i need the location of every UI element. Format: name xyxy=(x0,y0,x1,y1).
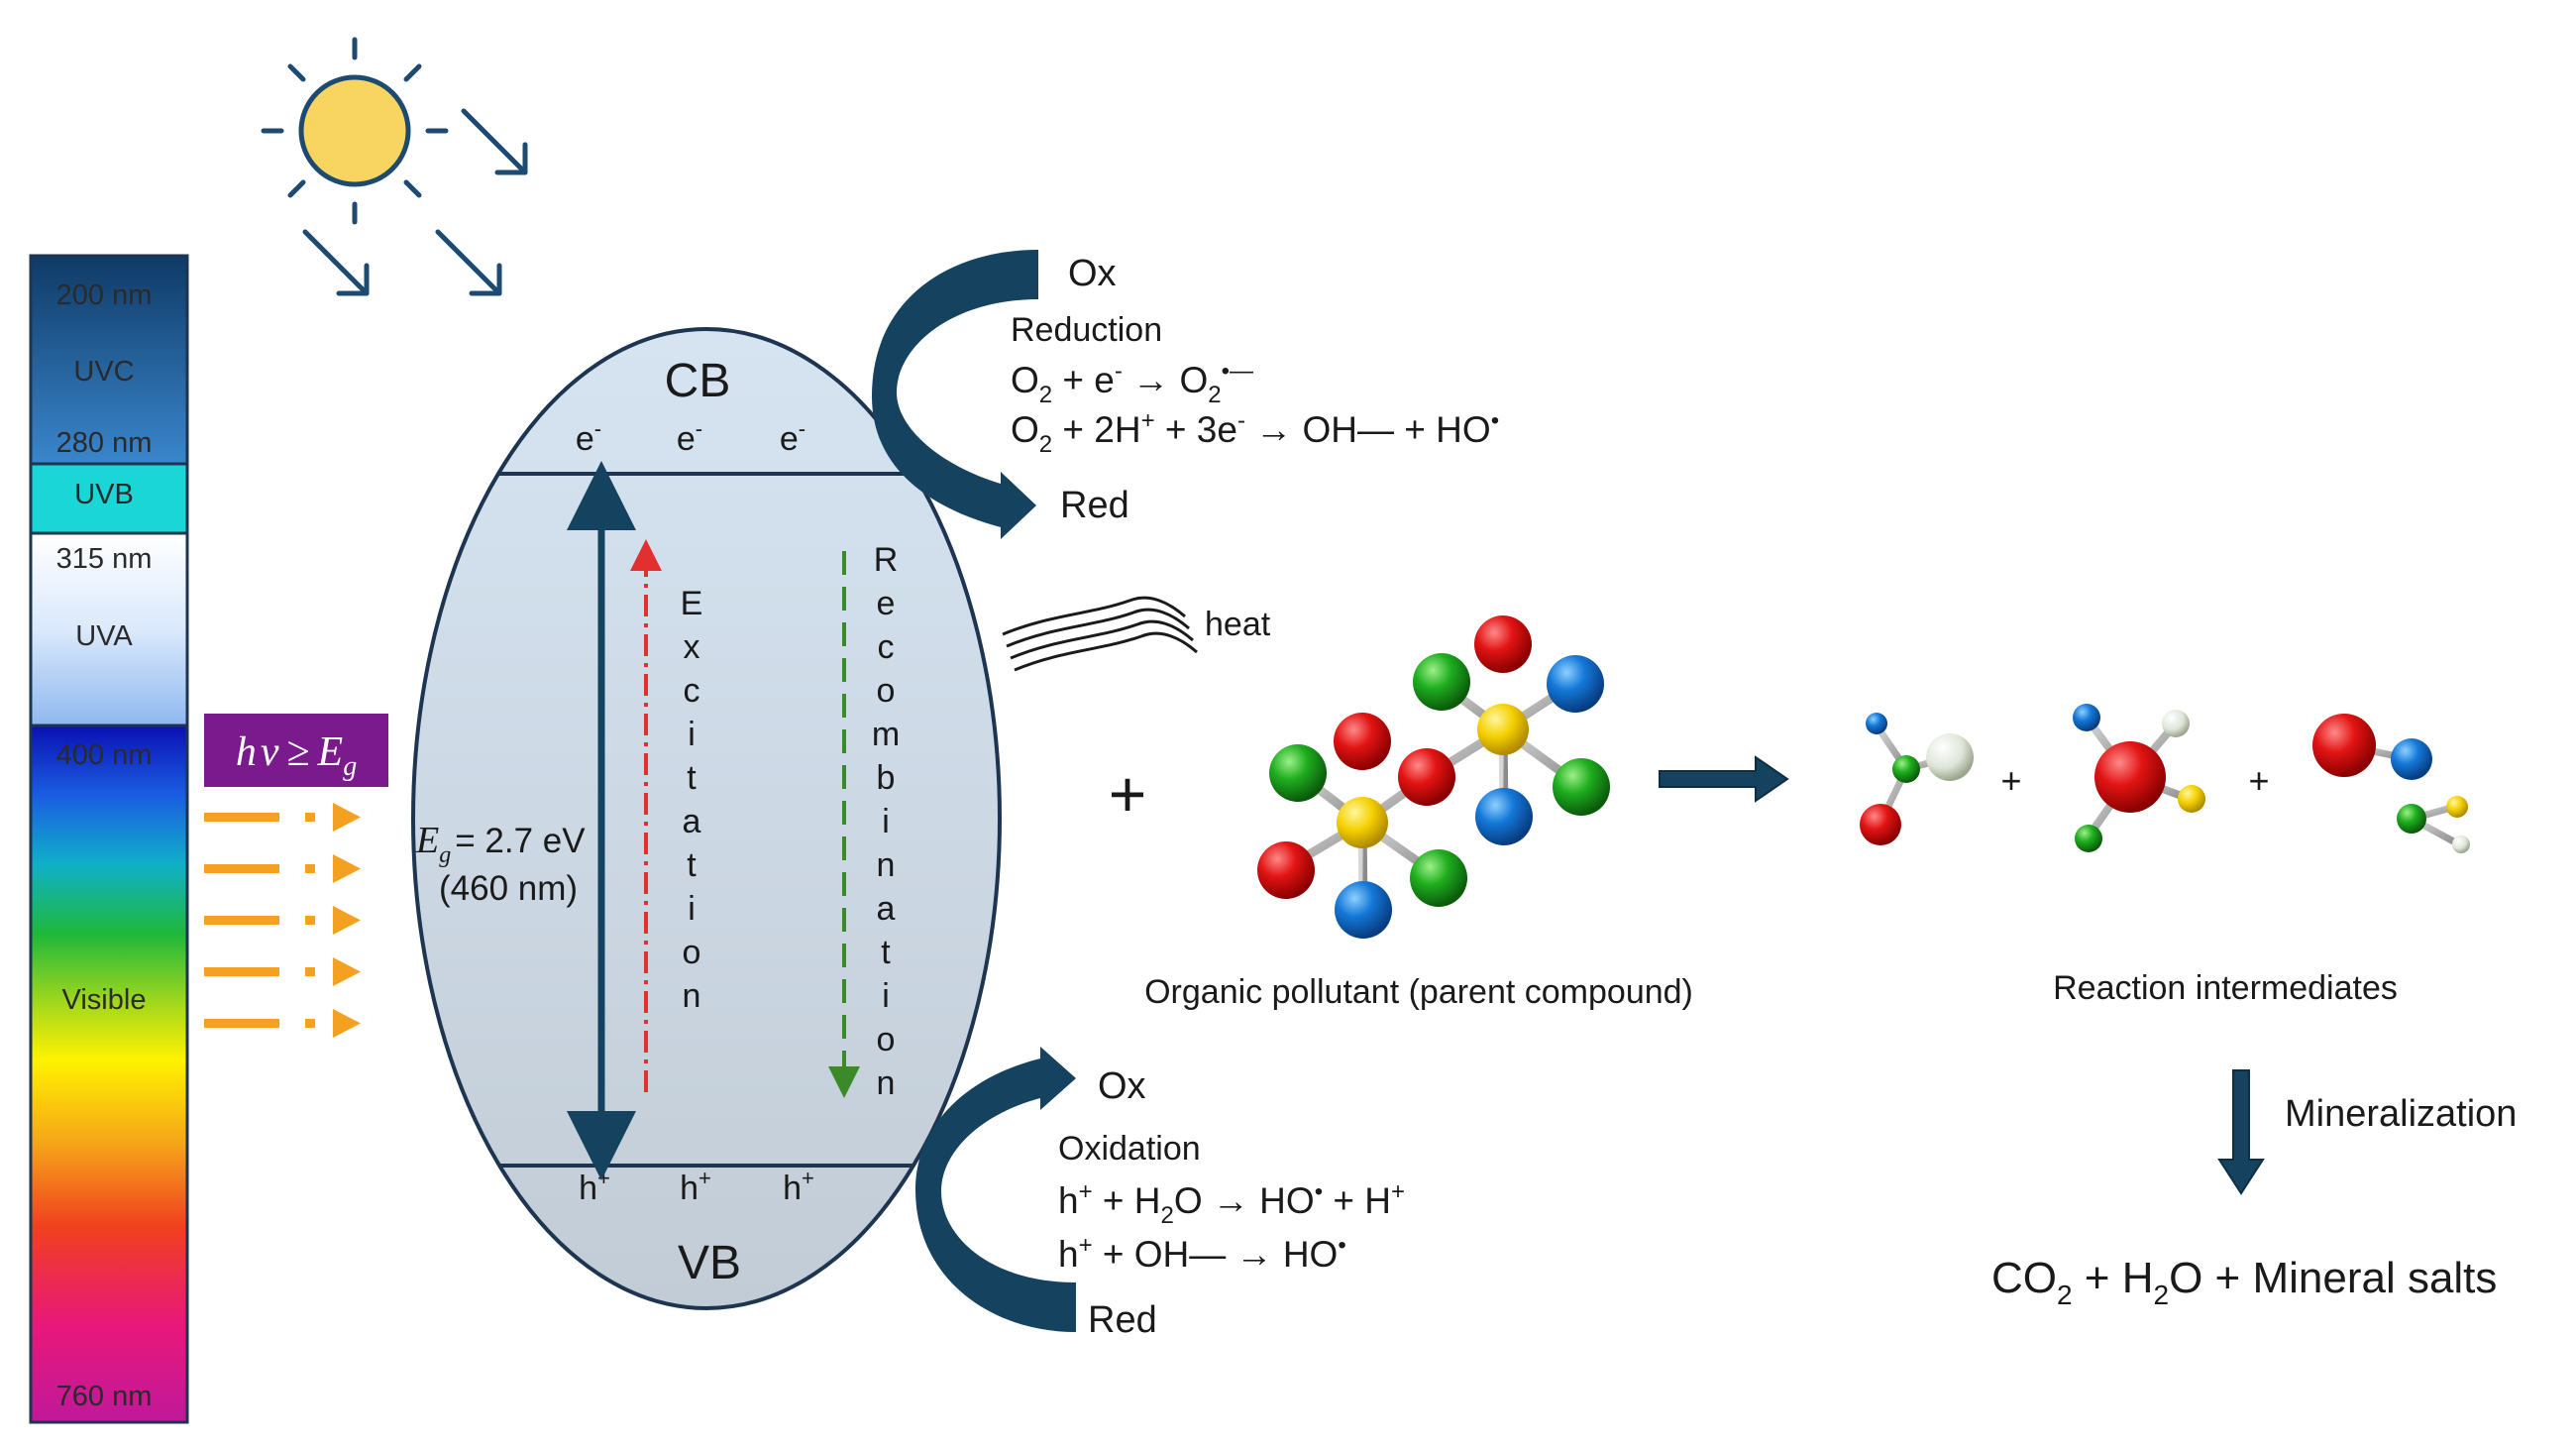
photon-arrow-icon xyxy=(204,906,361,935)
intermediate-plus-1: + xyxy=(2000,760,2021,801)
reduction-red-label: Red xyxy=(1060,485,1129,526)
spectrum-mark-400: 400 nm xyxy=(56,739,153,771)
oxidation-ox-label: Ox xyxy=(1098,1065,1146,1107)
final-products: CO2 + H2O + Mineral salts xyxy=(1991,1254,2497,1310)
reduction-title: Reduction xyxy=(1011,311,1162,349)
spectrum-region-uvc: UVC xyxy=(73,356,134,388)
pollutant-label: Organic pollutant (parent compound) xyxy=(1144,973,1693,1011)
sunlight-arrow-icon xyxy=(461,108,528,175)
recombination-letter: n xyxy=(877,846,896,884)
excitation-letter: i xyxy=(688,890,696,928)
heat-label: heat xyxy=(1205,606,1271,643)
reduction-curved-arrow xyxy=(872,250,1038,539)
sunlight-arrows xyxy=(302,108,528,296)
excitation-letter: n xyxy=(683,977,701,1015)
recombination-letter: i xyxy=(882,977,890,1015)
recombination-letter: a xyxy=(877,890,896,928)
recombination-letter: c xyxy=(878,628,895,666)
sunlight-arrow-icon xyxy=(302,229,370,296)
semiconductor-particle: CB VB e- e- e- h+ h+ h+ Eg= 2.7 eV (460 … xyxy=(411,327,1002,1310)
intermediate-molecule-3-icon xyxy=(2312,714,2470,853)
recombination-letter: R xyxy=(874,541,899,579)
heat-waves-icon xyxy=(1002,596,1198,672)
spectrum-region-uva: UVA xyxy=(75,620,133,652)
oxidation-red-label: Red xyxy=(1088,1299,1157,1341)
degradation-arrow xyxy=(1659,755,1789,803)
plus-sign: + xyxy=(1109,757,1147,831)
spectrum-mark-315: 315 nm xyxy=(56,543,153,575)
recombination-letter: n xyxy=(877,1064,896,1102)
spectrum-region-visible: Visible xyxy=(62,984,147,1016)
reduction-equation-1: O2 + e- → O2•— xyxy=(1011,358,1253,408)
electron-label: e- xyxy=(677,416,702,458)
svg-text:hν≥Eg: hν≥Eg xyxy=(236,729,357,782)
spectrum-mark-280: 280 nm xyxy=(56,427,153,459)
electron-label: e- xyxy=(576,416,601,458)
recombination-letter: m xyxy=(872,716,900,753)
intermediate-plus-2: + xyxy=(2248,760,2269,801)
excitation-letter: o xyxy=(683,934,701,971)
excitation-letter: i xyxy=(688,716,696,753)
photon-arrow-icon xyxy=(204,1009,361,1038)
spectrum-mark-760: 760 nm xyxy=(56,1381,153,1412)
oxidation-equation-1: h+ + H2O → HO• + H+ xyxy=(1058,1178,1405,1229)
electron-label: e- xyxy=(780,416,805,458)
oxidation-curved-arrow xyxy=(915,1047,1076,1332)
photon-arrow-icon xyxy=(204,803,361,832)
conduction-band-label: CB xyxy=(665,355,731,407)
recombination-letter: o xyxy=(877,672,896,710)
pollutant-molecule-icon xyxy=(1257,615,1610,939)
hole-label: h+ xyxy=(783,1166,814,1207)
excitation-letter: c xyxy=(684,672,700,710)
spectrum-mark-200: 200 nm xyxy=(56,279,153,311)
mineralization-label: Mineralization xyxy=(2285,1093,2517,1135)
photon-energy-label: hν≥Eg xyxy=(204,714,388,787)
photon-arrows xyxy=(204,803,361,1038)
intermediate-molecule-1-icon xyxy=(1860,713,1974,845)
excitation-letter: a xyxy=(683,803,701,840)
recombination-letter: i xyxy=(882,803,890,840)
oxidation-equation-2: h+ + OH— → HO• xyxy=(1058,1232,1346,1275)
intermediate-molecule-2-icon xyxy=(2073,704,2205,852)
recombination-letter: o xyxy=(877,1021,896,1059)
excitation-letter: t xyxy=(687,846,697,884)
recombination-letter: b xyxy=(877,759,896,797)
sun-icon xyxy=(261,37,449,225)
spectrum-bar: 200 nm UVC 280 nm UVB 315 nm UVA 400 nm … xyxy=(29,254,189,1424)
hole-label: h+ xyxy=(680,1166,711,1207)
sunlight-arrow-icon xyxy=(435,229,502,296)
band-gap-wavelength-label: (460 nm) xyxy=(439,869,578,908)
oxidation-title: Oxidation xyxy=(1058,1130,1201,1168)
excitation-letter: t xyxy=(687,759,697,797)
reduction-equation-2: O2 + 2H+ + 3e- → OH— + HO• xyxy=(1011,407,1499,458)
recombination-letter: t xyxy=(881,934,891,971)
recombination-letter: e xyxy=(877,585,896,622)
excitation-letter: x xyxy=(684,628,700,666)
excitation-letter: E xyxy=(681,585,703,622)
spectrum-region-uvb: UVB xyxy=(74,479,134,510)
photon-arrow-icon xyxy=(204,854,361,883)
photon-arrow-icon xyxy=(204,957,361,986)
valence-band-label: VB xyxy=(678,1237,741,1289)
mineralization-arrow xyxy=(2217,1069,2265,1195)
intermediates-label: Reaction intermediates xyxy=(2053,969,2398,1007)
band-gap-energy-label: Eg= 2.7 eV xyxy=(415,820,586,868)
reduction-ox-label: Ox xyxy=(1068,253,1117,294)
